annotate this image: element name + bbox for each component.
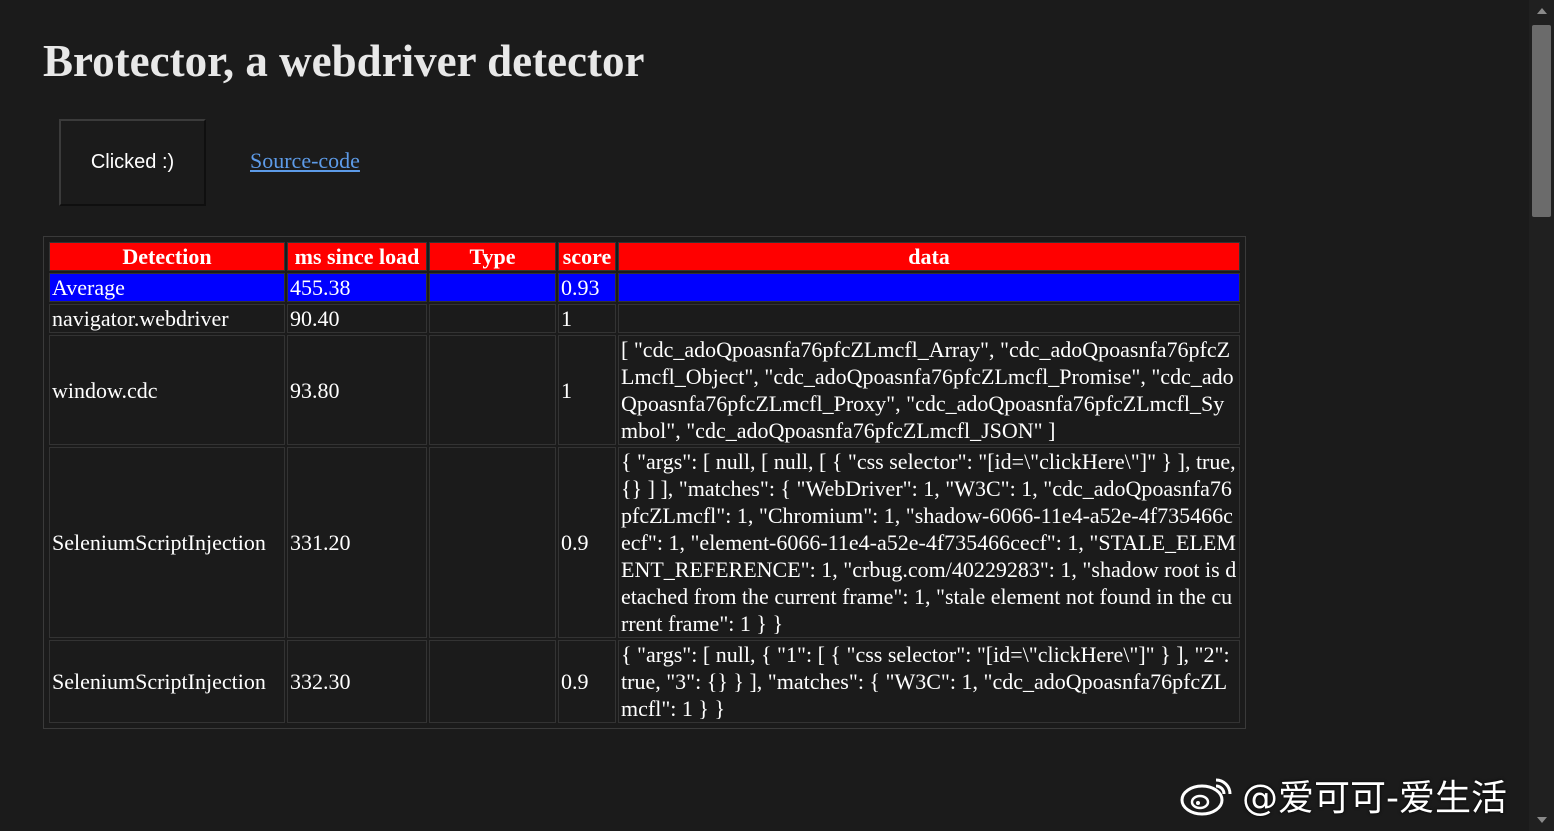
row-score: 1 (558, 304, 616, 333)
chevron-down-icon[interactable] (1537, 817, 1547, 823)
average-detection: Average (49, 273, 285, 302)
average-row: Average 455.38 0.93 (49, 273, 1240, 302)
click-here-button[interactable]: Clicked :) (59, 119, 206, 206)
row-type (429, 447, 556, 638)
average-ms: 455.38 (287, 273, 427, 302)
average-data (618, 273, 1240, 302)
row-detection: window.cdc (49, 335, 285, 445)
row-data: [ "cdc_adoQpoasnfa76pfcZLmcfl_Array", "c… (618, 335, 1240, 445)
header-data: data (618, 242, 1240, 271)
header-ms-since-load: ms since load (287, 242, 427, 271)
average-type (429, 273, 556, 302)
row-type (429, 304, 556, 333)
row-type (429, 640, 556, 723)
average-score: 0.93 (558, 273, 616, 302)
row-ms: 331.20 (287, 447, 427, 638)
weibo-icon (1180, 778, 1232, 816)
row-data: { "args": [ null, { "1": [ { "css select… (618, 640, 1240, 723)
vertical-scrollbar[interactable] (1529, 0, 1554, 831)
row-data (618, 304, 1240, 333)
chevron-up-icon[interactable] (1537, 8, 1547, 14)
row-score: 0.9 (558, 447, 616, 638)
table-row: SeleniumScriptInjection 332.30 0.9 { "ar… (49, 640, 1240, 723)
scrollbar-thumb[interactable] (1532, 25, 1551, 217)
watermark-text: @爱可可-爱生活 (1242, 778, 1507, 819)
row-detection: navigator.webdriver (49, 304, 285, 333)
table-row: SeleniumScriptInjection 331.20 0.9 { "ar… (49, 447, 1240, 638)
detection-table: Detection ms since load Type score data … (47, 240, 1242, 725)
row-ms: 93.80 (287, 335, 427, 445)
detection-table-container: Detection ms since load Type score data … (43, 236, 1246, 729)
watermark: @爱可可-爱生活 (1180, 770, 1507, 820)
row-detection: SeleniumScriptInjection (49, 640, 285, 723)
row-score: 1 (558, 335, 616, 445)
source-code-link[interactable]: Source-code (250, 148, 360, 173)
table-header-row: Detection ms since load Type score data (49, 242, 1240, 271)
header-score: score (558, 242, 616, 271)
row-data: { "args": [ null, [ null, [ { "css selec… (618, 447, 1240, 638)
table-row: window.cdc 93.80 1 [ "cdc_adoQpoasnfa76p… (49, 335, 1240, 445)
row-ms: 90.40 (287, 304, 427, 333)
row-ms: 332.30 (287, 640, 427, 723)
header-type: Type (429, 242, 556, 271)
page-title: Brotector, a webdriver detector (43, 36, 645, 86)
row-score: 0.9 (558, 640, 616, 723)
row-detection: SeleniumScriptInjection (49, 447, 285, 638)
row-type (429, 335, 556, 445)
table-row: navigator.webdriver 90.40 1 (49, 304, 1240, 333)
header-detection: Detection (49, 242, 285, 271)
